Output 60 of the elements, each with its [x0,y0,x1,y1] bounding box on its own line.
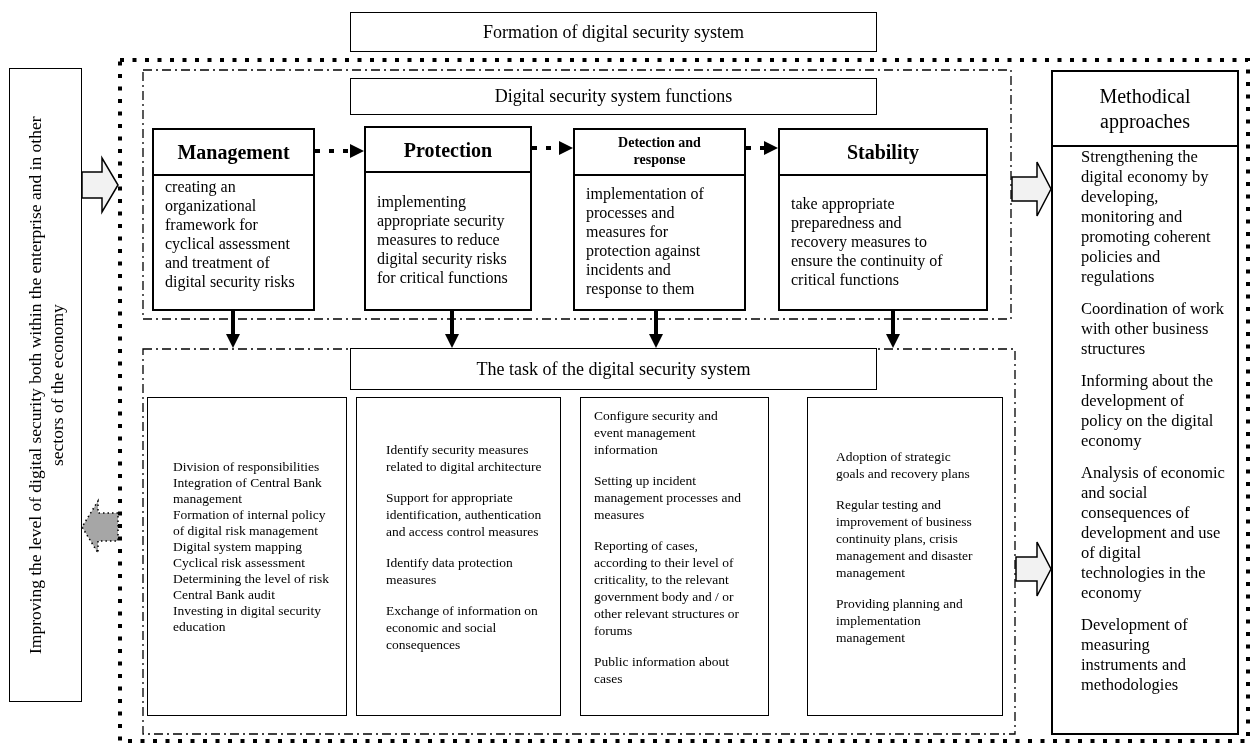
task-item: Reporting of cases, according to their level of criticality, to the relevant government body and / or other relevant structures or forums [594,536,741,639]
block-arrow [81,155,119,215]
dotted-arrow [315,144,364,158]
box-description: implementation of processes and measures for protection against incidents and response to them [586,184,705,298]
title-box: Formation of digital security system [350,12,877,52]
arrow [445,311,459,348]
dotted-arrow [746,141,778,155]
task-box [807,397,1003,716]
task-item: Central Bank audit [173,586,276,603]
function-box [778,128,988,311]
task-item: Setting up incident management processes and measures [594,471,742,523]
task-item: Formation of internal policy of digital risk management [173,506,327,539]
task-item: Identify data protection measures [386,553,514,588]
heading-box: The task of the digital security system [350,348,877,390]
box-description: implementing appropriate security measures to reduce digital security risks for critical functions [377,192,509,287]
task-item: Determining the level of risk [173,570,330,587]
heading-box: Digital security system functions [350,78,877,115]
dotted-arrow [532,141,573,155]
approach-item: Development of measuring instruments and methodologies [1081,615,1189,695]
box-description: creating an organizational framework for cyclical assessment and treatment of digital security risks [165,177,296,291]
arrow [886,311,900,348]
task-box [147,397,347,716]
box-header: Protection [366,128,530,173]
task-item: Investing in digital security education [173,602,323,635]
task-item: Exchange of information on economic and social consequences [386,601,539,653]
approaches-box [1051,70,1239,735]
task-item: Configure security and event management information [594,406,719,458]
task-item: Regular testing and improvement of business continuity plans, crisis management and disaster management [836,495,974,581]
task-item: Providing planning and implementation management [836,594,964,646]
task-box [356,397,561,716]
goal-box [9,68,82,702]
task-item: Integration of Central Bank management [173,474,323,507]
dash-dot-group [142,348,1016,735]
task-item: Division of responsibilities [173,458,321,475]
dash-dot-group [142,69,1012,320]
block-arrow [1015,541,1052,597]
box-header: Detection and response [575,130,744,176]
approach-item: Strengthening the digital economy by developing, monitoring and promoting coherent policies and regulations [1081,147,1212,287]
task-item: Adoption of strategic goals and recovery plans [836,447,971,482]
box-header: Methodical approaches [1053,72,1237,147]
approach-item: Informing about the development of policy on the digital economy [1081,371,1215,451]
arrow [226,311,240,348]
task-item: Support for appropriate identification, authentication and access control measures [386,488,543,540]
arrow [649,311,663,348]
task-item: Cyclical risk assessment [173,554,306,571]
task-item: Digital system mapping [173,538,303,555]
task-box [580,397,769,716]
approach-item: Analysis of economic and social consequences of development and use of digital technologies in the economy [1081,463,1225,603]
dotted-frame [118,12,1250,743]
block-arrow [1011,161,1052,217]
box-header: Stability [780,130,986,176]
function-box [573,128,746,311]
task-item: Identify security measures related to digital architecture [386,440,543,475]
vertical-label: Improving the level of digital security both within the enterprise and in other sectors of the economy [23,115,68,656]
task-item: Public information about cases [594,652,730,687]
box-description: take appropriate preparedness and recovery measures to ensure the continuity of critical functions [791,193,944,289]
function-box [152,128,315,311]
function-box [364,126,532,311]
approach-item: Coordination of work with other business structures [1081,299,1225,359]
box-header: Management [154,130,313,176]
